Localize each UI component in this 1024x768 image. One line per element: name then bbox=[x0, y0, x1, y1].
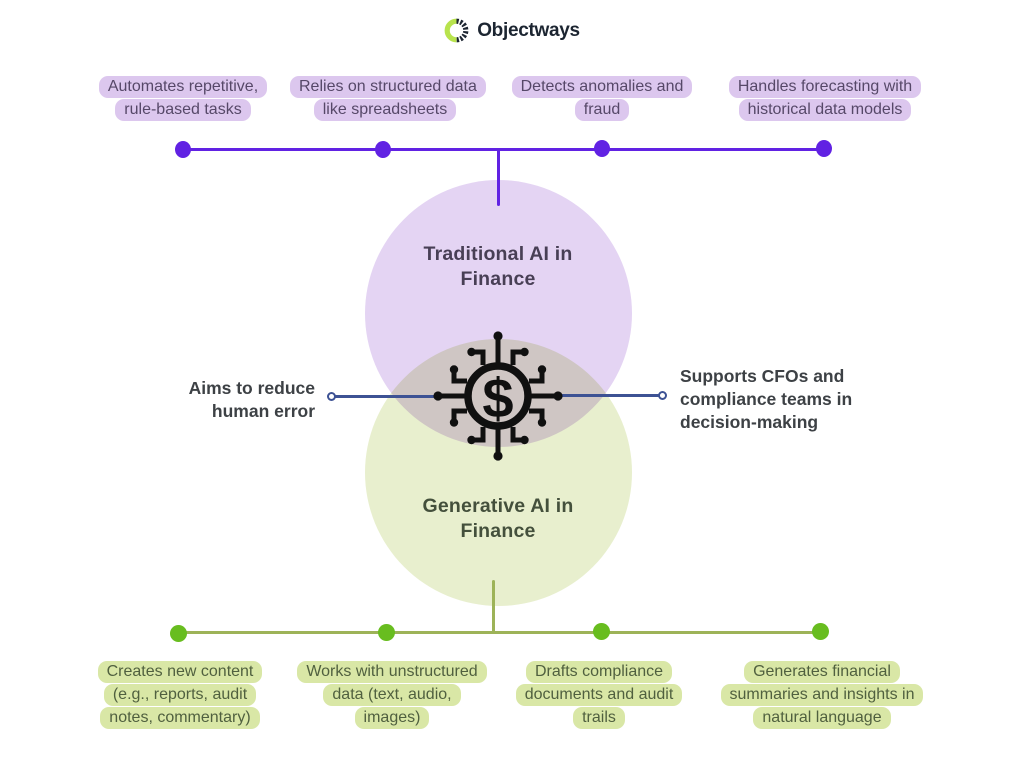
traditional-feature-4: Handles forecasting with historical data… bbox=[718, 75, 932, 122]
generative-feature-4: Generates financial summaries and insigh… bbox=[710, 660, 934, 730]
generative-ai-circle bbox=[365, 339, 632, 606]
traditional-feature-1-label: Automates repetitive, rule-based tasks bbox=[98, 76, 268, 122]
branch-dot bbox=[175, 141, 191, 158]
generative-feature-2-label: Works with unstructured data (text, audi… bbox=[297, 661, 487, 730]
generative-branch-stem bbox=[492, 580, 495, 633]
generative-feature-3-label: Drafts compliance documents and audit tr… bbox=[515, 661, 683, 730]
traditional-feature-3: Detects anomalies and fraud bbox=[505, 75, 699, 122]
generative-feature-4-label: Generates financial summaries and insigh… bbox=[720, 661, 924, 730]
brand-name: Objectways bbox=[477, 19, 580, 41]
shared-benefit-right: Supports CFOs and compliance teams in de… bbox=[680, 366, 853, 432]
callout-line-right bbox=[551, 394, 659, 397]
branch-dot bbox=[170, 625, 187, 642]
callout-ring-left bbox=[327, 392, 336, 401]
generative-ai-title: Generative AI in Finance bbox=[422, 495, 574, 542]
callout-ring-right bbox=[658, 391, 667, 400]
generative-feature-3: Drafts compliance documents and audit tr… bbox=[509, 660, 689, 730]
traditional-ai-title: Traditional AI in Finance bbox=[423, 243, 573, 290]
generative-feature-1: Creates new content (e.g., reports, audi… bbox=[88, 660, 272, 730]
dollar-circuit-icon: $ bbox=[433, 331, 563, 461]
callout-line-left bbox=[335, 395, 447, 398]
generative-feature-1-label: Creates new content (e.g., reports, audi… bbox=[97, 661, 263, 730]
generative-feature-2: Works with unstructured data (text, audi… bbox=[294, 660, 490, 730]
branch-dot bbox=[816, 140, 832, 157]
branch-dot bbox=[375, 141, 391, 158]
objectways-logo-icon bbox=[444, 18, 469, 43]
shared-benefit-left: Aims to reduce human error bbox=[188, 378, 315, 421]
traditional-feature-2-label: Relies on structured data like spreadshe… bbox=[290, 76, 486, 122]
traditional-branch-line bbox=[183, 148, 824, 151]
traditional-feature-1: Automates repetitive, rule-based tasks bbox=[92, 75, 274, 122]
brand-logo: Objectways bbox=[0, 18, 1024, 43]
branch-dot bbox=[378, 624, 395, 641]
traditional-feature-3-label: Detects anomalies and fraud bbox=[511, 76, 693, 122]
traditional-feature-2: Relies on structured data like spreadshe… bbox=[290, 75, 486, 122]
traditional-feature-4-label: Handles forecasting with historical data… bbox=[728, 76, 922, 122]
branch-dot bbox=[593, 623, 610, 640]
generative-branch-line bbox=[179, 631, 821, 634]
traditional-branch-stem bbox=[497, 149, 500, 206]
svg-text:$: $ bbox=[482, 367, 513, 430]
branch-dot bbox=[812, 623, 829, 640]
branch-dot bbox=[594, 140, 610, 157]
